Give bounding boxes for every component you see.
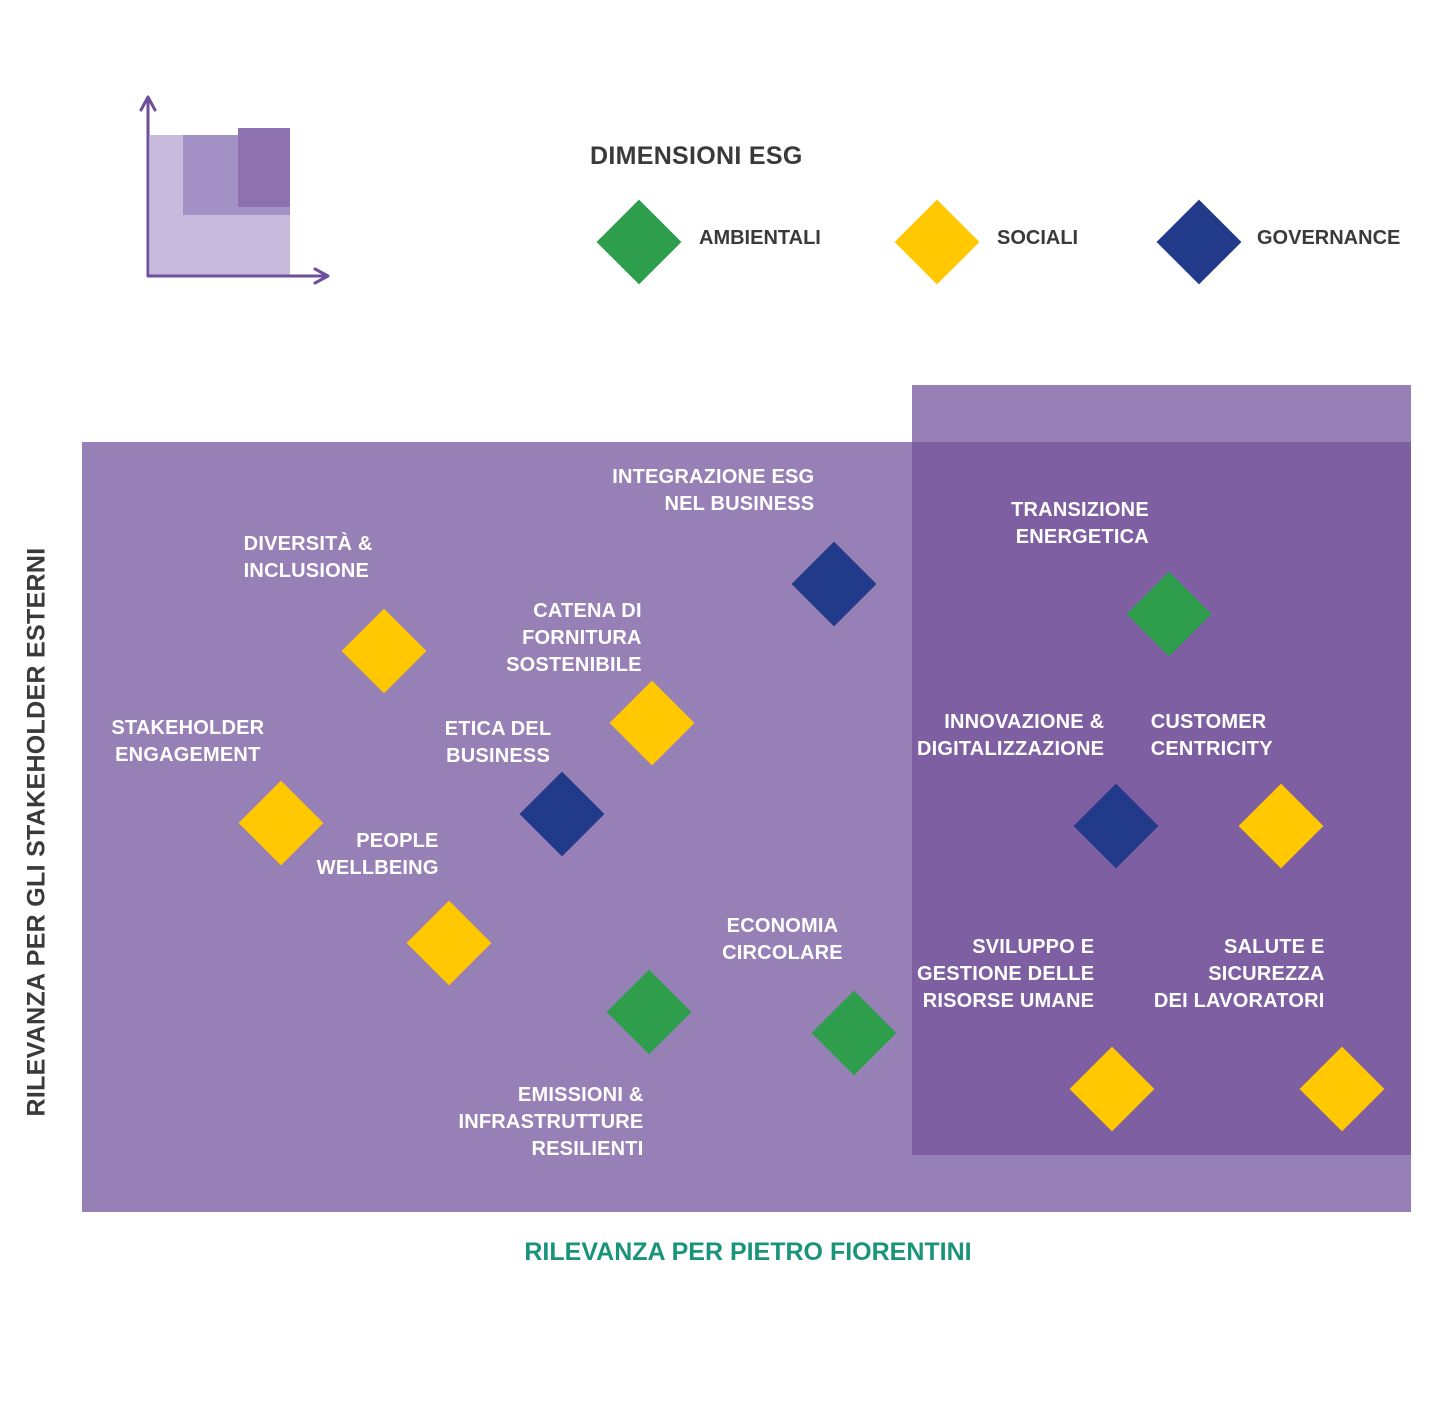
marker-stakeholder [238, 780, 324, 866]
label-catena-di: CATENA DI FORNITURA SOSTENIBILE [506, 600, 642, 677]
legend-label-ambientali: AMBIENTALI [699, 227, 821, 249]
label-diversit: DIVERSITÀ & INCLUSIONE [243, 532, 373, 582]
legend-label-governance: GOVERNANCE [1257, 227, 1401, 249]
label-customer: CUSTOMER CENTRICITY [1150, 711, 1273, 761]
legend-title: DIMENSIONI ESG [590, 142, 803, 170]
marker-customer [1238, 783, 1324, 869]
marker-innovazione [1073, 783, 1159, 869]
label-salute-e: SALUTE E SICUREZZA DEI LAVORATORI [1153, 935, 1325, 1012]
marker-catena-di [609, 680, 695, 766]
label-stakeholder: STAKEHOLDER ENGAGEMENT [111, 717, 265, 767]
marker-integrazione-esg [791, 541, 877, 627]
marker-etica-del [519, 771, 605, 857]
y-axis-label: RILEVANZA PER GLI STAKEHOLDER ESTERNI [22, 547, 51, 1117]
icon-axes [139, 95, 330, 285]
marker-salute-e [1299, 1046, 1385, 1132]
relevance-quadrant-icon [139, 95, 330, 285]
icon-high-area [238, 128, 290, 207]
label-integrazione-esg: INTEGRAZIONE ESG NEL BUSINESS [612, 465, 815, 515]
label-transizione: TRANSIZIONE ENERGETICA [1011, 498, 1149, 548]
marker-sviluppo-e [1069, 1046, 1155, 1132]
label-sviluppo-e: SVILUPPO E GESTIONE DELLE RISORSE UMANE [916, 935, 1095, 1012]
label-innovazione: INNOVAZIONE & DIGITALIZZAZIONE [916, 711, 1105, 761]
marker-emissioni [607, 969, 692, 1055]
legend-label-sociali: SOCIALI [997, 227, 1079, 249]
label-emissioni: EMISSIONI & INFRASTRUTTURE RESILIENTI [458, 1083, 644, 1160]
label-etica-del: ETICA DEL BUSINESS [444, 717, 552, 767]
marker-transizione [1126, 571, 1212, 657]
marker-economia [811, 990, 897, 1076]
marker-diversit [341, 608, 427, 694]
x-axis-label: RILEVANZA PER PIETRO FIORENTINI [524, 1238, 972, 1266]
chart-region-high-relevance [912, 442, 1411, 1155]
chart-region-top-extension [912, 385, 1411, 442]
label-people: PEOPLE WELLBEING [316, 829, 439, 879]
label-economia: ECONOMIA CIRCOLARE [722, 914, 843, 964]
marker-people [406, 900, 492, 985]
